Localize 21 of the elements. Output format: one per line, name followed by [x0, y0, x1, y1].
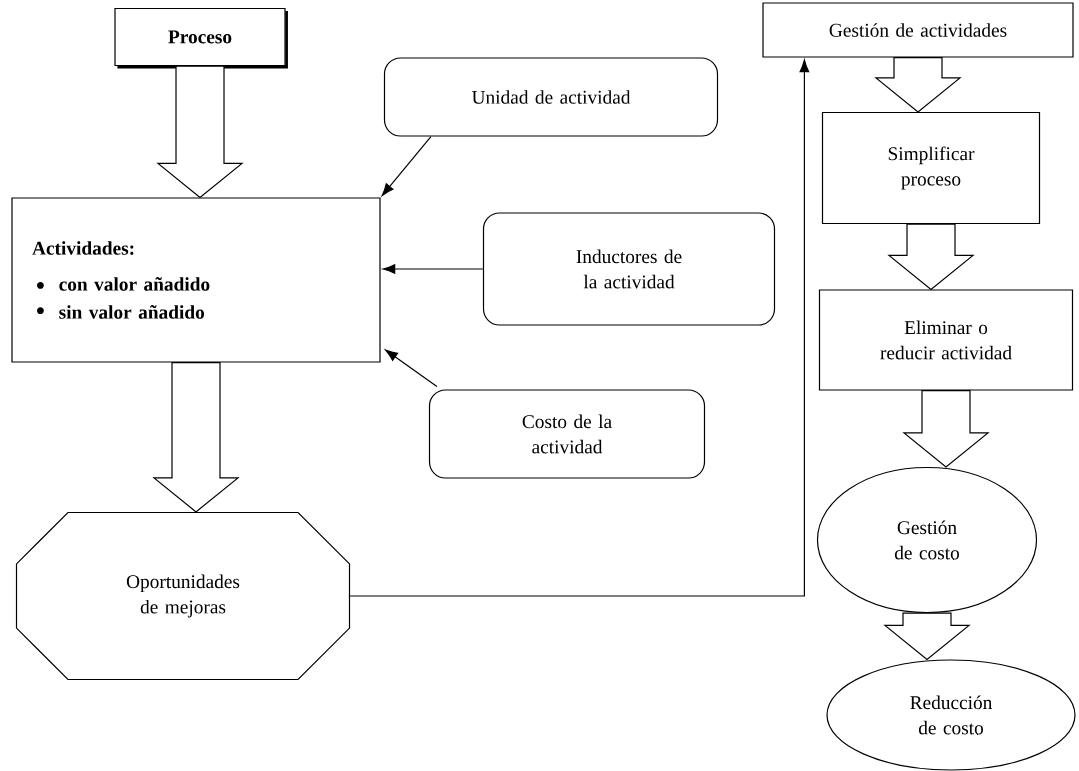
- process-box: Gestión de actividades: [762, 2, 1074, 58]
- block-arrow: [874, 57, 962, 113]
- block-arrow: [156, 65, 244, 199]
- list-box: Actividades: con valor añadido sin valor añadido: [11, 197, 381, 363]
- ellipse-node: Reducción de costo: [826, 659, 1076, 771]
- arrow: [382, 264, 484, 274]
- arrow: [349, 59, 810, 597]
- arrow: [381, 136, 432, 197]
- rounded-box: Inductores de la actividad: [482, 212, 776, 326]
- ellipse-node: Gestión de costo: [816, 466, 1038, 614]
- process-box: Simplificar proceso: [821, 111, 1041, 225]
- block-arrow: [152, 362, 240, 513]
- process-box: Proceso: [114, 7, 288, 69]
- octagon-box: Oportunidades de mejoras: [15, 511, 351, 681]
- process-box: Eliminar o reducir actividad: [818, 289, 1074, 391]
- rounded-box: Costo de la actividad: [428, 389, 706, 479]
- block-arrow: [883, 612, 971, 661]
- arrow: [385, 349, 438, 387]
- block-arrow: [887, 223, 975, 291]
- block-arrow: [902, 390, 990, 468]
- rounded-box: Unidad de actividad: [383, 57, 719, 137]
